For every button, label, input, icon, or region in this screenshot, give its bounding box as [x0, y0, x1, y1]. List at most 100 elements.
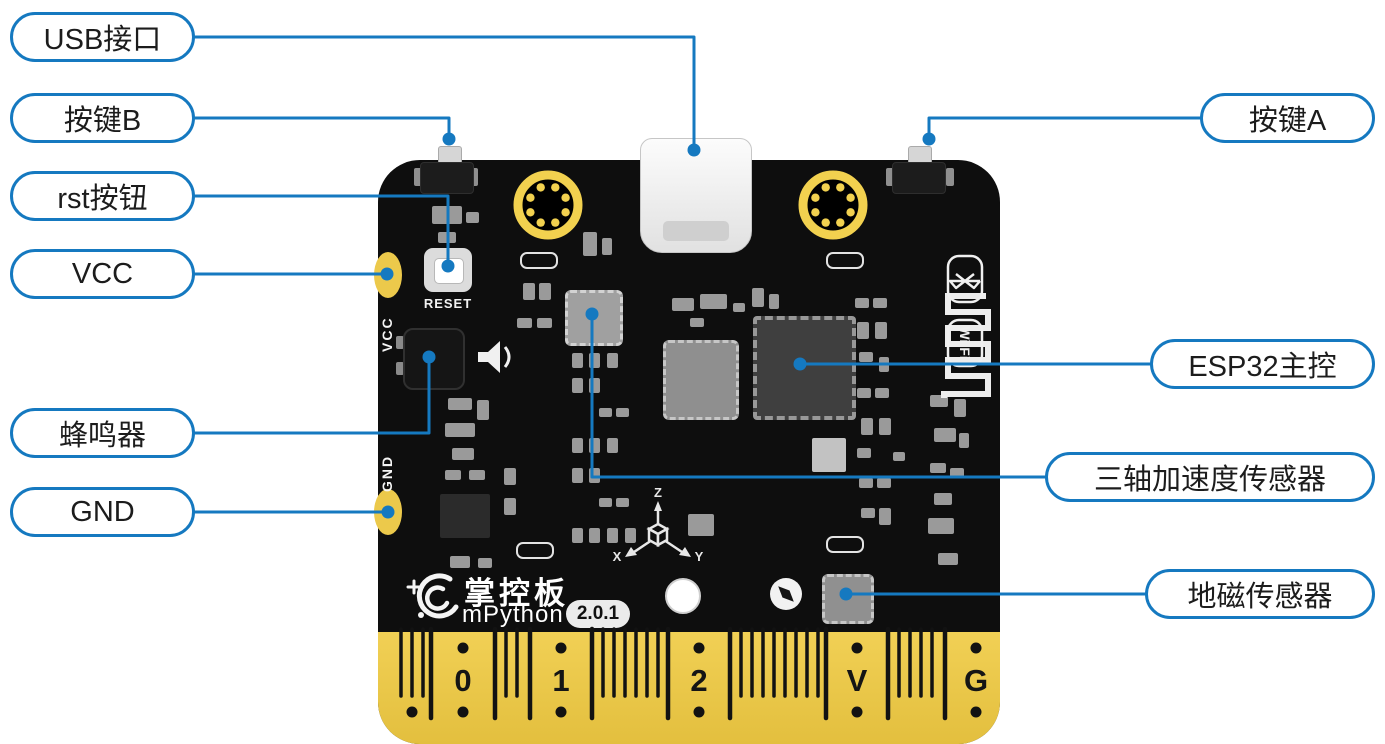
component: [589, 378, 600, 393]
component: [616, 408, 629, 417]
leader-dot: [922, 132, 936, 146]
component: [452, 448, 474, 460]
component: [769, 294, 779, 309]
callout-mag: 地磁传感器: [1145, 569, 1375, 619]
edge-pin-v: V: [846, 663, 868, 698]
component: [539, 283, 551, 300]
component: [625, 528, 636, 543]
vcc-pad: [374, 252, 402, 298]
flash-chip: [663, 340, 739, 420]
component: [616, 498, 629, 507]
component: [432, 206, 462, 224]
silkscreen-pill: [826, 252, 864, 269]
callout-rst: rst按钮: [10, 171, 195, 221]
component: [688, 514, 714, 536]
component: [946, 168, 954, 186]
component: [873, 298, 887, 308]
leader-line: [193, 35, 696, 152]
callout-rst-label: rst按钮: [57, 183, 148, 215]
callout-usb-label: USB接口: [43, 24, 162, 56]
callout-button-a: 按键A: [1200, 93, 1375, 143]
component: [445, 470, 461, 480]
component: [599, 498, 612, 507]
component: [572, 468, 583, 483]
component: [690, 318, 704, 327]
component: [934, 428, 956, 442]
silkscreen-pill: [826, 536, 864, 553]
callout-button-b: 按键B: [10, 93, 195, 143]
component: [466, 212, 479, 223]
reset-label: RESET: [423, 296, 473, 311]
callout-button-b-label: 按键B: [63, 105, 142, 137]
button-a-body: [892, 162, 946, 194]
usb-connector-tongue: [663, 221, 729, 241]
accelerometer-chip: [565, 290, 623, 346]
component: [812, 438, 846, 472]
component: [589, 353, 600, 368]
component: [438, 232, 456, 243]
callout-gnd: GND: [10, 487, 195, 537]
component: [396, 336, 404, 349]
edge-pin-0: 0: [454, 663, 472, 698]
reset-button: [424, 248, 472, 292]
component: [469, 470, 485, 480]
component: [938, 553, 958, 565]
component: [861, 508, 875, 518]
component: [886, 168, 894, 186]
callout-vcc: VCC: [10, 249, 195, 299]
component: [448, 398, 472, 410]
vcc-silkscreen: VCC: [379, 316, 395, 352]
component: [607, 528, 618, 543]
component: [599, 408, 612, 417]
esp32-chip: [753, 316, 856, 420]
component: [470, 168, 478, 186]
edge-connector: [378, 632, 1000, 744]
component: [504, 498, 516, 515]
component: [879, 418, 891, 435]
component: [877, 478, 891, 488]
silkscreen-pill: [516, 542, 554, 559]
component: [861, 418, 873, 435]
component: [572, 528, 583, 543]
component: [517, 318, 532, 328]
reset-button-cap: [434, 258, 464, 284]
component: [733, 303, 745, 312]
component: [934, 493, 952, 505]
logo-en-text: mPython: [462, 601, 564, 628]
component: [752, 288, 764, 307]
buzzer: [403, 328, 465, 390]
callout-button-a-label: 按键A: [1248, 105, 1327, 137]
gnd-pad: [374, 489, 402, 535]
silkscreen-pill: [520, 252, 558, 269]
component: [589, 468, 600, 483]
callout-accel: 三轴加速度传感器: [1045, 452, 1375, 502]
component: [930, 463, 946, 473]
callout-accel-label: 三轴加速度传感器: [1093, 464, 1326, 496]
callout-mag-label: 地磁传感器: [1187, 581, 1333, 613]
edge-pin-1: 1: [552, 663, 570, 698]
edge-pin-g: G: [963, 663, 989, 698]
component: [602, 238, 612, 255]
component: [959, 433, 969, 448]
magnetometer-chip: [822, 574, 874, 624]
component: [450, 556, 470, 568]
component: [477, 400, 489, 420]
component: [607, 353, 618, 368]
callout-usb: USB接口: [10, 12, 195, 62]
component: [589, 438, 600, 453]
component: [928, 518, 954, 534]
version-badge: 2.0.1: [566, 600, 630, 628]
component: [523, 283, 535, 300]
leader-dot: [442, 132, 456, 146]
edge-pin-2: 2: [690, 663, 708, 698]
component: [859, 478, 873, 488]
component: [572, 378, 583, 393]
component: [572, 438, 583, 453]
callout-esp32: ESP32主控: [1150, 339, 1375, 389]
usb-connector: [640, 138, 752, 253]
component: [857, 322, 869, 339]
callout-buzzer-label: 蜂鸣器: [58, 420, 146, 452]
component: [537, 318, 552, 328]
component: [700, 294, 727, 309]
